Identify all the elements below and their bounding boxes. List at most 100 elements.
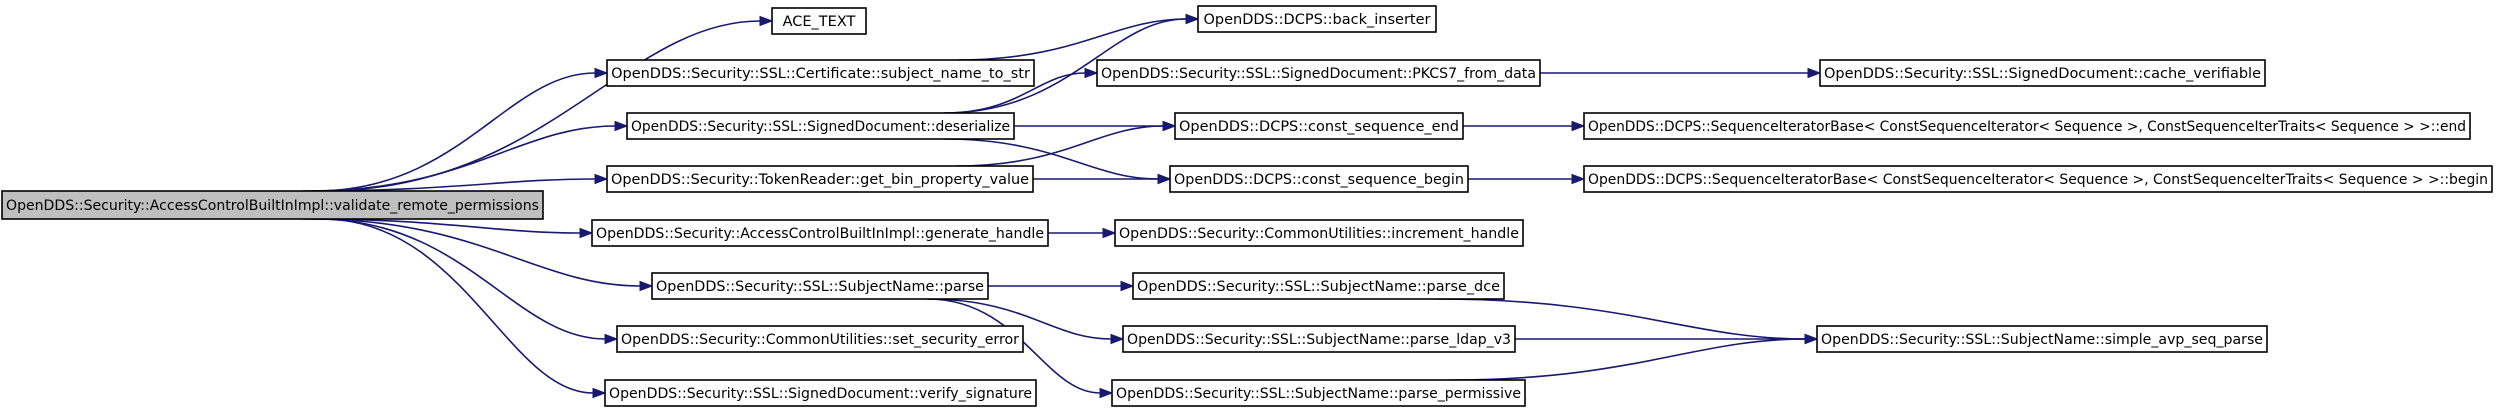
node-label: OpenDDS::Security::SSL::SignedDocument::… [631, 119, 1010, 135]
edge-deserialize-to-const-sequence-begin [944, 138, 1159, 180]
edge-root-to-subject-name-to-str [315, 72, 596, 192]
node-label: OpenDDS::Security::CommonUtilities::set_… [621, 332, 1019, 348]
node-const-sequence-begin[interactable]: OpenDDS::DCPS::const_sequence_begin [1169, 165, 1469, 193]
node-box [604, 379, 1037, 407]
node-label: OpenDDS::Security::SSL::SubjectName::par… [1116, 386, 1521, 402]
node-box [616, 325, 1024, 353]
edge-root-to-set-security-error [315, 218, 606, 340]
node-label: OpenDDS::Security::SSL::SubjectName::sim… [1821, 332, 2263, 348]
node-box [651, 272, 989, 300]
node-label: OpenDDS::Security::SSL::Certificate::sub… [611, 66, 1030, 82]
node-box [1111, 379, 1526, 407]
node-box [1816, 325, 2268, 353]
node-label: OpenDDS::Security::TokenReader::get_bin_… [611, 172, 1029, 188]
node-parse-dce[interactable]: OpenDDS::Security::SSL::SubjectName::par… [1132, 272, 1505, 300]
edge-arrowhead [639, 280, 654, 292]
edge-arrowhead [1571, 120, 1586, 132]
edge-arrowhead [1185, 13, 1200, 25]
node-parse-permissive[interactable]: OpenDDS::Security::SSL::SubjectName::par… [1111, 379, 1526, 407]
node-label: OpenDDS::Security::CommonUtilities::incr… [1119, 226, 1519, 242]
node-box [1169, 165, 1469, 193]
edge-arrowhead [614, 120, 629, 132]
node-box [626, 112, 1015, 140]
edge-arrowhead [594, 67, 609, 79]
node-generate-handle[interactable]: OpenDDS::Security::AccessControlBuiltInI… [591, 219, 1049, 247]
edge-arrowhead [1120, 280, 1135, 292]
node-label: OpenDDS::Security::SSL::SignedDocument::… [1101, 66, 1536, 82]
node-label: OpenDDS::Security::SSL::SubjectName::par… [1127, 332, 1511, 348]
node-label: OpenDDS::Security::AccessControlBuiltInI… [596, 226, 1044, 242]
node-set-security-error[interactable]: OpenDDS::Security::CommonUtilities::set_… [616, 325, 1024, 353]
edge-arrowhead [1099, 387, 1114, 399]
node-subjectname-parse[interactable]: OpenDDS::Security::SSL::SubjectName::par… [651, 272, 989, 300]
node-box [771, 7, 867, 35]
edge-arrowhead [594, 173, 609, 185]
edge-arrowhead [604, 333, 619, 345]
edge-arrowhead [579, 227, 594, 239]
edge-deserialize-to-pkcs7-from-data [944, 72, 1086, 114]
edge-arrowhead [1804, 333, 1819, 345]
node-cache-verifiable[interactable]: OpenDDS::Security::SSL::SignedDocument::… [1819, 59, 2266, 87]
node-increment-handle[interactable]: OpenDDS::Security::CommonUtilities::incr… [1114, 219, 1524, 247]
edge-root-to-verify-signature [322, 218, 594, 394]
node-box [1583, 165, 2493, 193]
edge-root-to-subjectname-parse [309, 218, 641, 287]
edge-arrowhead [759, 15, 774, 27]
node-box [591, 219, 1049, 247]
node-verify-signature[interactable]: OpenDDS::Security::SSL::SignedDocument::… [604, 379, 1037, 407]
node-box [1122, 325, 1516, 353]
node-box [606, 165, 1034, 193]
node-label: ACE_TEXT [783, 14, 856, 30]
edge-parse-permissive-to-simple-avp-seq-parse [1450, 338, 1806, 381]
node-const-sequence-end[interactable]: OpenDDS::DCPS::const_sequence_end [1174, 112, 1464, 140]
node-seq-end[interactable]: OpenDDS::DCPS::SequenceIteratorBase< Con… [1583, 112, 2471, 140]
node-box [1583, 112, 2471, 140]
node-ace-text[interactable]: ACE_TEXT [771, 7, 867, 35]
node-subject-name-to-str[interactable]: OpenDDS::Security::SSL::Certificate::sub… [606, 59, 1035, 87]
node-get-bin-property-value[interactable]: OpenDDS::Security::TokenReader::get_bin_… [606, 165, 1034, 193]
edge-arrowhead [1084, 67, 1099, 79]
node-label: OpenDDS::DCPS::const_sequence_begin [1174, 172, 1464, 188]
node-label: OpenDDS::Security::SSL::SubjectName::par… [1137, 279, 1500, 295]
node-label: OpenDDS::Security::AccessControlBuiltInI… [6, 198, 539, 214]
edge-arrowhead [1157, 173, 1172, 185]
edge-get-bin-property-value-to-const-sequence-end [956, 125, 1164, 167]
nodes-layer: OpenDDS::Security::AccessControlBuiltInI… [1, 5, 2493, 407]
edge-subject-name-to-str-to-back-inserter [957, 18, 1187, 61]
edge-root-to-deserialize [309, 125, 616, 192]
edge-parse-dce-to-simple-avp-seq-parse [1437, 298, 1806, 340]
node-box [1096, 59, 1541, 87]
edge-arrowhead [1110, 333, 1125, 345]
node-seq-begin[interactable]: OpenDDS::DCPS::SequenceIteratorBase< Con… [1583, 165, 2493, 193]
node-deserialize[interactable]: OpenDDS::Security::SSL::SignedDocument::… [626, 112, 1015, 140]
node-label: OpenDDS::DCPS::const_sequence_end [1179, 119, 1459, 135]
edges-layer [302, 13, 1822, 399]
node-simple-avp-seq-parse[interactable]: OpenDDS::Security::SSL::SubjectName::sim… [1816, 325, 2268, 353]
edge-arrowhead [1807, 67, 1822, 79]
node-label: OpenDDS::Security::SSL::SignedDocument::… [1824, 66, 2261, 82]
edge-arrowhead [1162, 120, 1177, 132]
node-label: OpenDDS::DCPS::SequenceIteratorBase< Con… [1588, 172, 2488, 188]
edge-arrowhead [592, 387, 607, 399]
node-pkcs7-from-data[interactable]: OpenDDS::Security::SSL::SignedDocument::… [1096, 59, 1541, 87]
node-box [1114, 219, 1524, 247]
node-label: OpenDDS::DCPS::back_inserter [1204, 12, 1431, 28]
node-box [1197, 5, 1437, 33]
node-parse-ldap-v3[interactable]: OpenDDS::Security::SSL::SubjectName::par… [1122, 325, 1516, 353]
node-box [1819, 59, 2266, 87]
node-box [1132, 272, 1505, 300]
node-box [1174, 112, 1464, 140]
edge-arrowhead [1102, 227, 1117, 239]
node-box [1, 190, 544, 220]
node-label: OpenDDS::Security::SSL::SignedDocument::… [609, 386, 1032, 402]
node-back-inserter[interactable]: OpenDDS::DCPS::back_inserter [1197, 5, 1437, 33]
node-box [606, 59, 1035, 87]
node-root[interactable]: OpenDDS::Security::AccessControlBuiltInI… [1, 190, 544, 220]
node-label: OpenDDS::DCPS::SequenceIteratorBase< Con… [1588, 119, 2466, 135]
edge-subjectname-parse-to-parse-permissive [927, 298, 1101, 394]
edge-subjectname-parse-to-parse-ldap-v3 [927, 298, 1112, 340]
edge-arrowhead [1571, 173, 1586, 185]
node-label: OpenDDS::Security::SSL::SubjectName::par… [656, 279, 984, 295]
edge-deserialize-to-back-inserter [944, 18, 1187, 114]
